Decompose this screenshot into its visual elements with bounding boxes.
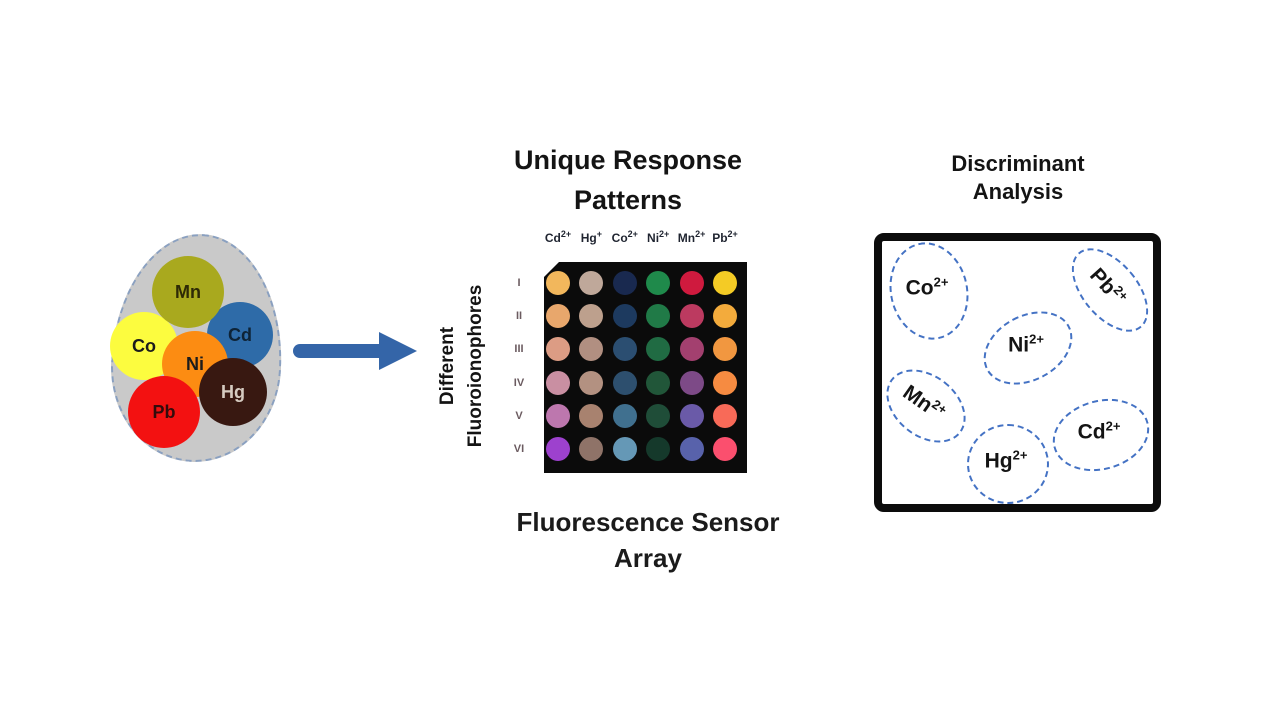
sensor-dot <box>679 437 704 461</box>
sensor-dot <box>579 403 604 428</box>
array-title: Unique Response Patterns <box>438 140 818 220</box>
row-label-I: I <box>517 277 521 289</box>
sensor-dot <box>679 337 704 362</box>
sensor-dot <box>546 437 570 461</box>
sensor-dot <box>713 304 737 329</box>
col-header-cd: Cd2+ <box>544 229 572 245</box>
sensor-dot <box>612 370 637 395</box>
y-axis-line2: Fluoroionophores <box>465 284 486 448</box>
col-header-mn: Mn2+ <box>677 229 706 245</box>
row-label-II: II <box>515 310 523 323</box>
sensor-dot <box>713 370 737 395</box>
row-label-V: V <box>515 409 523 422</box>
sensor-dot <box>679 304 704 329</box>
sensor-dot <box>546 337 570 362</box>
sensor-dot <box>713 337 737 362</box>
array-y-axis-label: Different Fluoroionophores <box>434 236 494 496</box>
sensor-dot <box>713 403 737 428</box>
cluster-label-ni: Ni2+ <box>1008 331 1044 357</box>
sensor-dot <box>646 271 671 295</box>
sensor-dot <box>546 370 570 395</box>
sensor-dot <box>546 304 570 329</box>
row-label-IV: IV <box>513 376 525 389</box>
array-caption: Fluorescence Sensor Array <box>448 504 848 576</box>
sensor-dot <box>579 337 604 362</box>
sensor-dot <box>546 271 570 295</box>
col-header-pb: Pb2+ <box>712 229 738 245</box>
sensor-dot <box>612 337 637 362</box>
col-header-ni: Ni2+ <box>647 229 670 245</box>
sensor-dot <box>612 271 637 295</box>
sensor-dot <box>579 437 604 461</box>
metal-circle-pb: Pb <box>128 376 200 448</box>
sensor-dot <box>579 271 604 295</box>
sensor-dot <box>679 370 704 395</box>
da-title-line1: Discriminant <box>951 151 1085 176</box>
da-title: Discriminant Analysis <box>874 150 1162 206</box>
sensor-dot <box>646 437 671 461</box>
array-caption-line1: Fluorescence Sensor <box>516 507 780 537</box>
y-axis-line1: Different <box>437 326 458 406</box>
sensor-dot <box>612 304 637 329</box>
row-label-VI: VI <box>513 443 525 455</box>
cluster-label-co: Co2+ <box>905 274 949 300</box>
col-header-hg: Hg+ <box>580 229 603 245</box>
da-title-line2: Analysis <box>972 179 1064 204</box>
sensor-dot <box>579 370 604 395</box>
sensor-dot <box>713 437 737 461</box>
metal-circle-mn: Mn <box>152 256 224 328</box>
sensor-dot <box>646 337 671 362</box>
cluster-label-cd: Cd2+ <box>1077 418 1121 444</box>
sensor-dot <box>579 304 604 329</box>
metal-circle-hg: Hg <box>199 358 267 426</box>
sensor-dot <box>679 271 704 295</box>
array-title-line2: Patterns <box>573 185 683 215</box>
flow-arrow <box>293 332 421 370</box>
sensor-array-panel <box>544 262 747 473</box>
sensor-dot <box>679 403 704 428</box>
sensor-dot <box>713 271 737 295</box>
sensor-dot <box>646 304 671 329</box>
sensor-dot <box>612 403 637 428</box>
array-title-line1: Unique Response <box>513 145 743 175</box>
sensor-dot <box>646 370 671 395</box>
col-header-co: Co2+ <box>611 229 638 245</box>
array-caption-line2: Array <box>614 543 682 573</box>
cluster-ellipse-hg <box>967 424 1049 504</box>
arrow-head <box>379 332 417 370</box>
sensor-dot <box>646 403 671 428</box>
sensor-dot <box>612 437 637 461</box>
cluster-label-hg: Hg2+ <box>984 447 1028 473</box>
row-label-III: III <box>514 343 524 356</box>
arrow-tail <box>293 344 381 358</box>
sensor-dot <box>546 403 570 428</box>
